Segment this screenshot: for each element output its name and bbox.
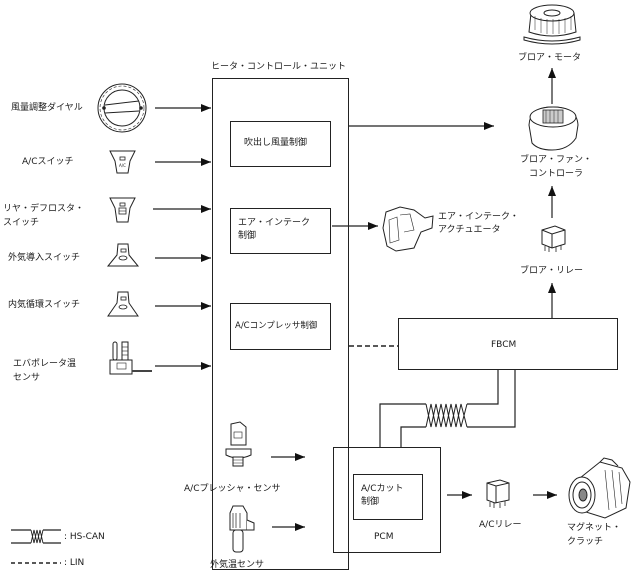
air-intake-actuator-icon [382,206,434,252]
blower-relay-icon [541,225,566,252]
ac-relay-icon [486,479,510,508]
recirculation-switch-icon [107,291,139,317]
can-wire-upper-left [379,403,426,447]
rear-defroster-switch-label: リヤ・デフロスタ・ スイッチ [3,204,85,228]
blower-fan-controller-icon [528,106,579,151]
ac-cut-control-label: A/Cカット 制御 [361,484,404,507]
rear-defroster-switch-icon [109,197,136,223]
compressor-icon [568,457,631,519]
fan-speed-dial-label: 風量調整ダイヤル [11,103,83,113]
ambient-temp-sensor-icon [229,505,255,553]
recirculation-switch-label: 内気循環スイッチ [8,300,81,310]
hcu-title: ヒータ・コントロール・ユニット [211,62,347,72]
can-wire-upper [467,370,499,405]
can-wire-lower [467,370,516,428]
svg-text:A/C: A/C [119,163,126,168]
legend-lin-label: : LIN [64,558,85,568]
air-intake-control-label: エア・インテーク 制御 [238,218,311,241]
pressure-sensor-icon [225,421,252,467]
legend-can-twist [30,529,44,544]
hcu-block-ac-compressor-control: A/Cコンプレッサ制御 [230,303,331,350]
blower-fan-controller-label: ブロア・ファン・ コントローラ [520,155,593,179]
ac-relay-label: A/Cリレー [479,520,522,530]
air-intake-actuator-label: エア・インテーク・ アクチュエータ [438,212,519,235]
pcm-block-ac-cut-control: A/Cカット 制御 [353,474,423,520]
can-wire-lower-left [400,426,426,447]
fan-speed-dial-icon [97,83,147,133]
legend-hs-can-label: : HS-CAN [64,532,105,542]
pcm-module: A/Cカット 制御 PCM [333,447,441,553]
blower-motor-icon [523,4,581,45]
airflow-control-label: 吹出し風量制御 [244,138,308,148]
ac-pressure-sensor-label: A/Cプレッシャ・センサ [184,484,281,494]
fbcm-label: FBCM [491,340,517,350]
ac-compressor-control-label: A/Cコンプレッサ制御 [235,321,318,331]
fresh-air-switch-icon [106,243,140,267]
ac-switch-icon: A/C [109,150,136,174]
hcu-block-air-intake-control: エア・インテーク 制御 [230,208,331,254]
hcu-block-airflow-control: 吹出し風量制御 [230,121,331,167]
evaporator-temp-sensor-label: エバポレータ温 センサ [13,359,77,383]
blower-motor-label: ブロア・モータ [518,53,582,63]
ambient-temp-sensor-label: 外気温センサ [210,560,265,570]
fbcm-module: FBCM [398,318,618,370]
magnet-clutch-label: マグネット・ クラッチ [567,523,622,547]
can-twist-symbol [425,403,468,428]
pcm-label: PCM [374,532,394,542]
heater-control-unit [212,78,349,570]
ac-switch-label: A/Cスイッチ [22,157,74,167]
evaporator-temp-sensor-icon [109,341,152,375]
blower-relay-label: ブロア・リレー [520,266,584,276]
fresh-air-switch-label: 外気導入スイッチ [8,253,81,263]
